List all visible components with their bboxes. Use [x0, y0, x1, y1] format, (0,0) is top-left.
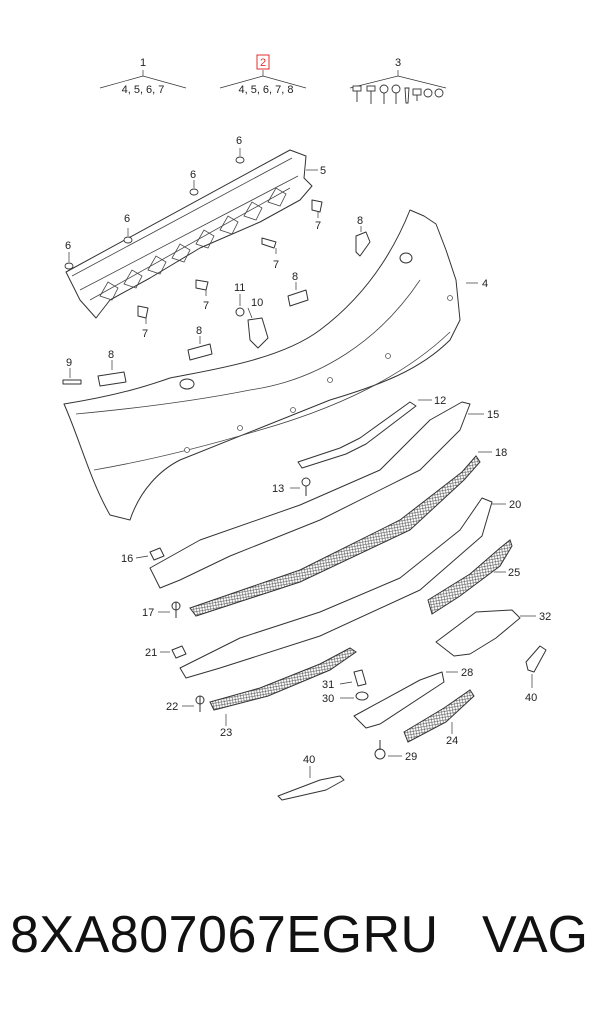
callout-18: 18 — [495, 447, 507, 459]
callout-6-c: 6 — [124, 213, 130, 225]
callout-labels: 4 5 6 6 6 6 7 7 7 7 7 8 8 8 8 9 10 11 12… — [65, 135, 551, 778]
part-28-trim — [353, 671, 445, 729]
callout-31: 31 — [322, 679, 334, 691]
callout-32: 32 — [539, 611, 551, 623]
part-40-reflector-right — [525, 645, 547, 673]
part-18-grille — [189, 455, 481, 617]
callout-6-a: 6 — [236, 135, 242, 147]
callout-4: 4 — [482, 278, 488, 290]
part-13-screw — [301, 477, 311, 496]
part-25-grille — [427, 539, 513, 615]
callout-40-b: 40 — [303, 754, 315, 766]
highlight-box — [256, 54, 270, 70]
callout-29: 29 — [405, 751, 417, 763]
part-21-clip — [171, 645, 187, 659]
exploded-parts-diagram: 1 4, 5, 6, 7 2 4, 5, 6, 7, 8 3 — [62, 54, 551, 801]
group-number-1: 1 — [140, 57, 146, 69]
group-parts-2: 4, 5, 6, 7, 8 — [238, 84, 293, 96]
part-22-screw — [195, 695, 205, 712]
part-17-screw — [171, 601, 181, 618]
brand-name: VAG — [482, 906, 588, 964]
callout-40-a: 40 — [525, 692, 537, 704]
part-29-screw — [374, 740, 386, 760]
callout-7-a: 7 — [315, 220, 321, 232]
callout-8-b: 8 — [292, 271, 298, 283]
group-number-3: 3 — [395, 57, 401, 69]
part-30-31-mount — [353, 669, 369, 701]
callout-15: 15 — [487, 409, 499, 421]
part-24-grille — [403, 689, 475, 743]
callout-10: 10 — [251, 297, 263, 309]
callout-16: 16 — [121, 553, 133, 565]
callout-20: 20 — [509, 499, 521, 511]
fastener-icons — [352, 84, 444, 104]
callout-30: 30 — [322, 693, 334, 705]
callout-22: 22 — [166, 701, 178, 713]
part-6-nuts — [64, 156, 245, 270]
callout-24: 24 — [446, 735, 458, 747]
part-23-grille — [209, 647, 357, 711]
header-group-2: 2 4, 5, 6, 7, 8 — [219, 54, 307, 96]
callout-6-b: 6 — [190, 169, 196, 181]
callout-7-d: 7 — [142, 328, 148, 340]
callout-11: 11 — [234, 282, 245, 294]
part-12-strip — [297, 401, 417, 469]
part-10-11-mount — [235, 307, 269, 349]
callout-23: 23 — [220, 727, 232, 739]
callout-25: 25 — [508, 567, 520, 579]
callout-9: 9 — [66, 357, 72, 369]
part-4-bumper-cover — [63, 209, 461, 521]
part-number: 8XA807067EGRU — [10, 906, 439, 964]
callout-12: 12 — [434, 395, 446, 407]
group-number-2: 2 — [260, 57, 266, 69]
part-40-reflector-bottom — [277, 775, 345, 801]
part-8-brackets — [97, 231, 371, 387]
callout-5: 5 — [320, 165, 326, 177]
part-32-panel — [435, 609, 521, 657]
part-9-strip — [62, 379, 82, 385]
callout-28: 28 — [461, 667, 473, 679]
header-group-3: 3 — [349, 57, 447, 104]
callout-13: 13 — [272, 483, 284, 495]
callout-17: 17 — [142, 607, 154, 619]
callout-8-c: 8 — [196, 325, 202, 337]
part-5-carrier — [65, 149, 313, 319]
group-parts-1: 4, 5, 6, 7 — [122, 84, 165, 96]
callout-8-d: 8 — [108, 349, 114, 361]
callout-7-b: 7 — [273, 259, 279, 271]
part-15-diffuser — [149, 401, 471, 589]
callout-7-c: 7 — [203, 300, 209, 312]
callout-8-a: 8 — [357, 215, 363, 227]
part-20-diffuser — [179, 497, 493, 679]
part-16-clip — [149, 547, 165, 561]
header-group-1: 1 4, 5, 6, 7 — [99, 57, 187, 96]
callout-21: 21 — [145, 647, 157, 659]
callout-6-d: 6 — [65, 240, 71, 252]
